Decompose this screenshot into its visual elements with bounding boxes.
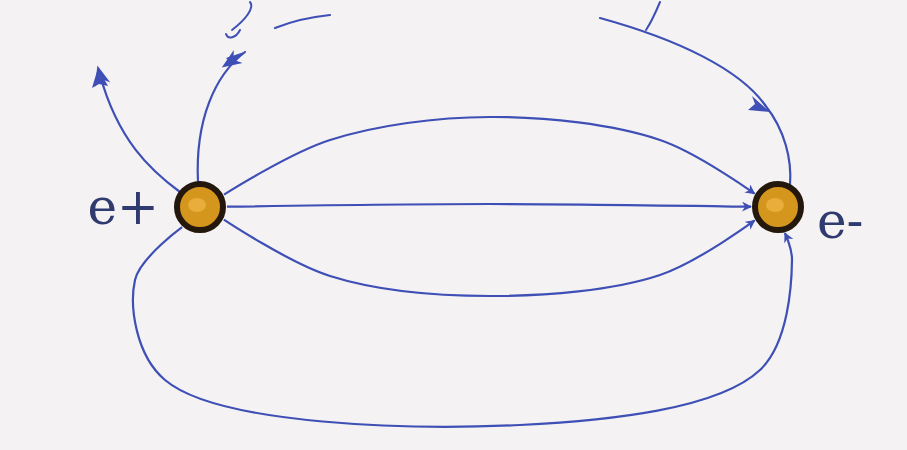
charge-particle: e-	[751, 180, 805, 234]
field-line	[198, 52, 245, 182]
field-line	[275, 15, 330, 28]
arrowhead	[226, 52, 244, 64]
handwriting-fragment	[226, 2, 251, 37]
particle-circle	[751, 180, 805, 234]
field-line	[224, 220, 755, 296]
particle-label: e-	[817, 196, 863, 246]
handwriting-fragment	[646, 2, 660, 30]
particle-label: e+	[88, 182, 159, 232]
arrowhead	[92, 68, 108, 88]
particle-highlight	[766, 198, 784, 212]
particle-body	[177, 184, 223, 230]
field-line	[765, 105, 790, 185]
field-line	[100, 75, 180, 192]
particle-body	[755, 184, 801, 230]
particle-highlight	[188, 198, 206, 212]
particle-circle	[173, 180, 227, 234]
field-line	[133, 227, 792, 427]
charge-particle: e+	[173, 180, 227, 234]
field-line	[227, 204, 751, 207]
field-line	[224, 117, 755, 195]
field-line	[600, 18, 765, 105]
arrowhead	[748, 96, 770, 112]
